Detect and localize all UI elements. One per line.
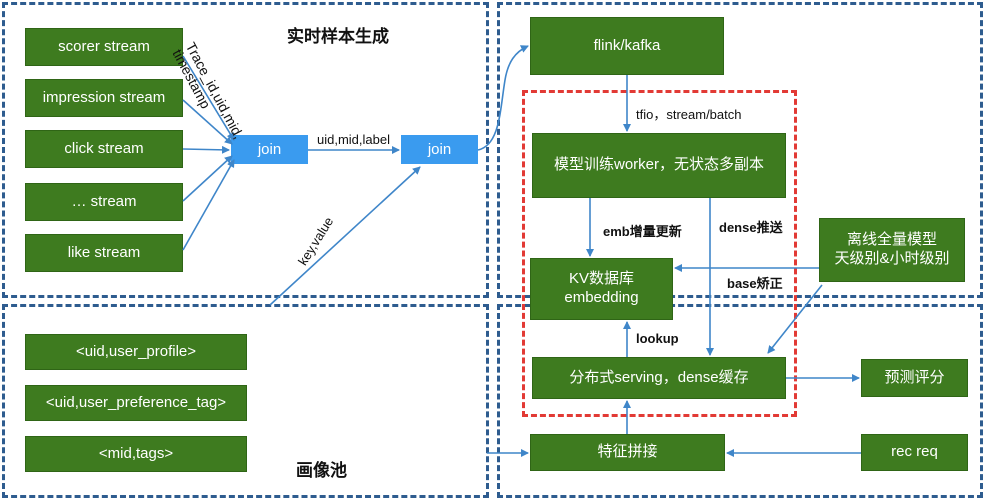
kv-database-box: KV数据库 embedding: [530, 258, 673, 320]
flink-kafka-box: flink/kafka: [530, 17, 724, 75]
edge-impression-join: [182, 99, 233, 145]
join-box-second: join: [401, 135, 478, 164]
profile-box-preference-tag: <uid,user_preference_tag>: [25, 385, 247, 421]
feature-concat-box: 特征拼接: [530, 434, 725, 471]
edge-label-tfio: tfio，stream/batch: [636, 107, 742, 122]
edge-label-base-correct: base矫正: [727, 276, 783, 291]
trainer-worker-box: 模型训练worker，无状态多副本: [532, 133, 786, 198]
stream-box-like: like stream: [25, 234, 183, 272]
offline-model-label: 离线全量模型: [846, 231, 937, 249]
edge-label-emb-update: emb增量更新: [603, 224, 682, 239]
sample-generation-title: 实时样本生成: [287, 27, 389, 46]
training-serving-boundary: [522, 90, 797, 417]
distributed-serving-box: 分布式serving，dense缓存: [532, 357, 786, 399]
edge-click-join: [182, 145, 230, 154]
edge-pool-join: [269, 166, 421, 306]
offline-model-frequency-label: 天级别&小时级别: [834, 250, 950, 267]
edge-label-lookup: lookup: [636, 331, 679, 346]
kv-database-label: KV数据库: [568, 270, 634, 288]
join-box-first: join: [231, 135, 308, 164]
edge-label-uid-mid-label: uid,mid,label: [317, 132, 390, 147]
rec-req-box: rec req: [861, 434, 968, 471]
serving-region: [497, 304, 983, 498]
profile-pool-title: 画像池: [296, 461, 347, 480]
edge-join-flink: [477, 45, 529, 151]
stream-box-scorer: scorer stream: [25, 28, 183, 66]
stream-box-click: click stream: [25, 130, 183, 168]
stream-box-other: … stream: [25, 183, 183, 221]
edge-offline-serving: [767, 284, 823, 354]
sample-generation-region: [2, 2, 489, 298]
offline-model-box: 离线全量模型 天级别&小时级别: [819, 218, 965, 282]
edge-other-join: [182, 155, 233, 202]
profile-box-user-profile: <uid,user_profile>: [25, 334, 247, 370]
training-region: [497, 2, 983, 298]
predict-score-box: 预测评分: [861, 359, 968, 397]
edge-label-dense-push: dense推送: [719, 220, 783, 235]
profile-box-mid-tags: <mid,tags>: [25, 436, 247, 472]
profile-pool-region: [2, 304, 489, 498]
edge-scorer-join: [182, 55, 235, 141]
kv-embedding-label: embedding: [564, 289, 639, 306]
edge-like-join: [182, 159, 235, 251]
stream-box-impression: impression stream: [25, 79, 183, 117]
